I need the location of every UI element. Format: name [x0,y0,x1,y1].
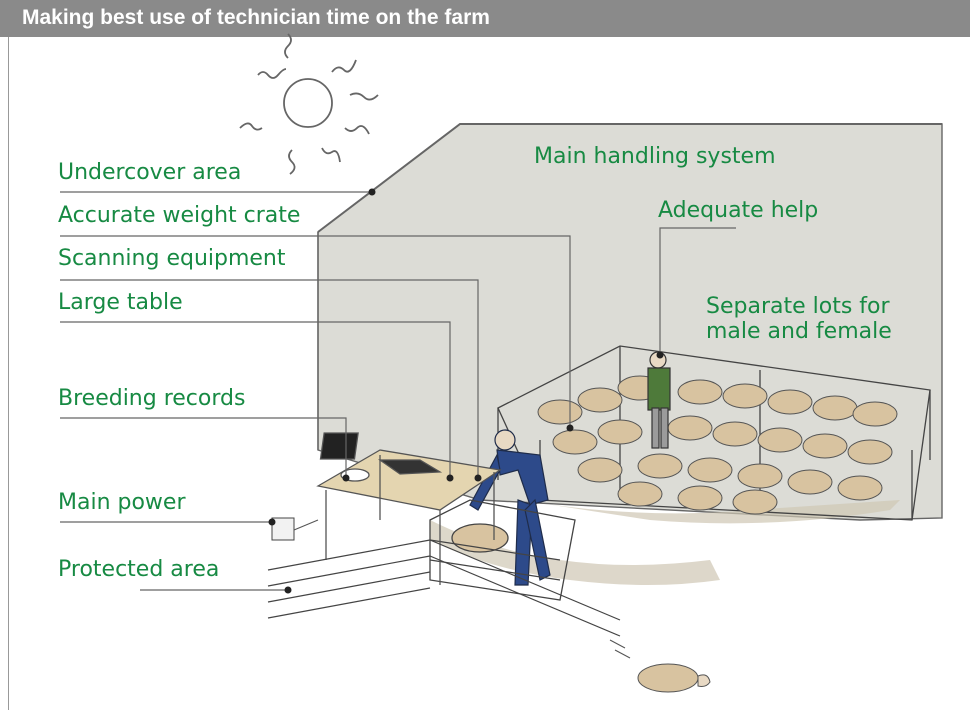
label-separate-lots-line2: male and female [706,319,892,345]
label-main-handling-system: Main handling system [534,144,776,169]
callout-leaders [60,191,736,591]
left-divider [8,37,9,710]
label-protected-area: Protected area [58,557,220,582]
label-adequate-help: Adequate help [658,198,819,223]
table [316,432,502,585]
label-breeding-records: Breeding records [58,386,246,411]
shed [317,123,943,521]
power-socket [271,517,319,541]
farm-helper [647,351,671,449]
label-separate-lots: Separate lots for male and female [706,294,926,345]
ground [430,500,900,585]
callout-dots [268,188,664,594]
stray-sheep [609,639,711,693]
sun-icon [239,33,379,175]
header-bar: Making best use of technician time on th… [0,0,970,37]
label-large-table: Large table [58,290,183,315]
protective-fence [267,539,621,637]
sheep-flock [537,375,898,515]
label-separate-lots-line1: Separate lots for [706,294,890,319]
label-accurate-weight-crate: Accurate weight crate [58,203,301,228]
page-title: Making best use of technician time on th… [22,6,490,29]
label-undercover-area: Undercover area [58,160,242,185]
label-scanning-equipment: Scanning equipment [58,246,286,271]
technician [469,429,551,586]
label-main-power: Main power [58,490,186,515]
